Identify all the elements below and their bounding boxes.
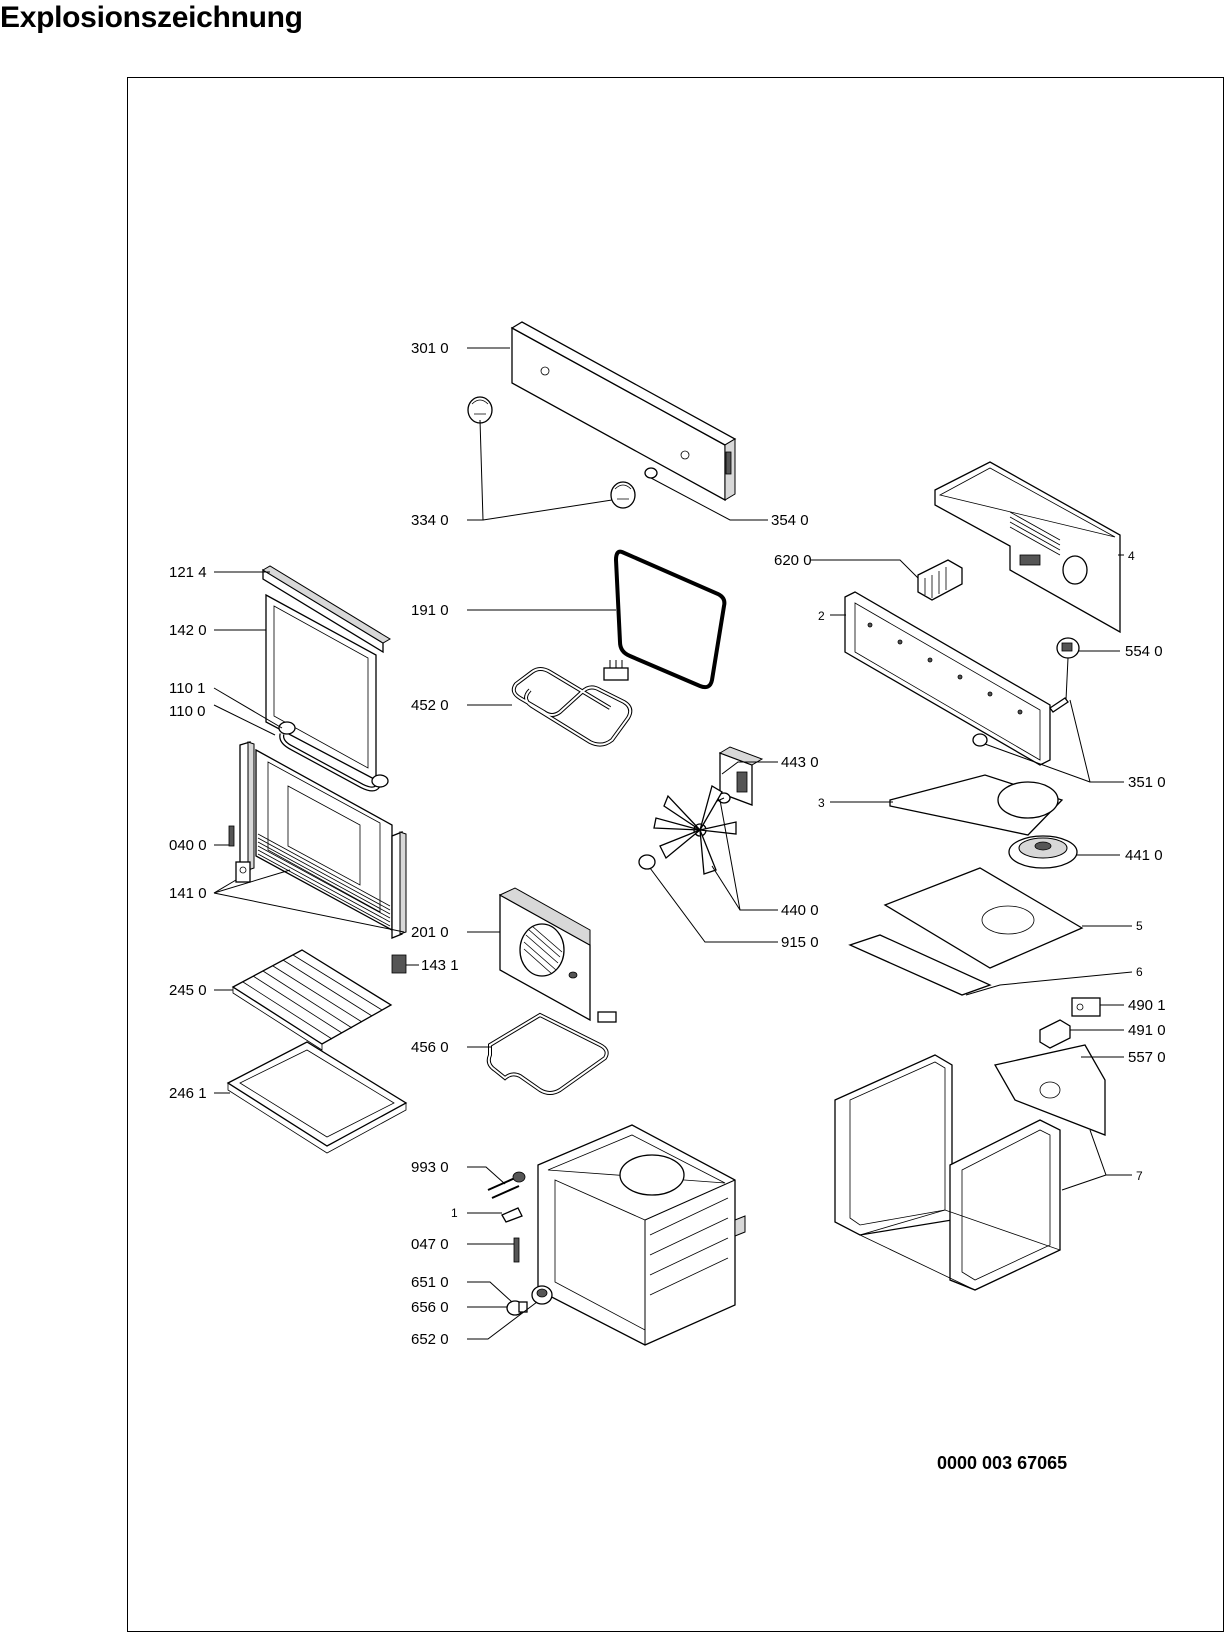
callout-label: 142 0: [169, 622, 207, 639]
callout-label: 3: [818, 796, 825, 810]
leader-lines: [213, 347, 1133, 1340]
top-heating-element-part: [511, 660, 633, 747]
bottom-heating-element-part: [486, 1011, 617, 1095]
callout-label: 652 0: [411, 1331, 449, 1348]
switch-part: [1071, 997, 1101, 1017]
lamp-holder-part: [1049, 697, 1069, 713]
callout-label: 354 0: [771, 512, 809, 529]
lamp-part: [506, 1300, 528, 1316]
callout-label: 620 0: [774, 552, 812, 569]
callout-label: 4: [1128, 549, 1135, 563]
callout-label: 456 0: [411, 1039, 449, 1056]
drawing-frame: [127, 77, 1224, 1632]
door-seal-part: [613, 549, 727, 690]
callout-label: 301 0: [411, 340, 449, 357]
clip-part: [501, 1207, 523, 1223]
callout-labels: 301 0 334 0 354 0 121 4 191 0 142 0 452 …: [169, 340, 1166, 1348]
screw-part: [487, 1171, 526, 1199]
callout-label: 121 4: [169, 564, 207, 581]
callout-label: 245 0: [169, 982, 207, 999]
callout-label: 191 0: [411, 602, 449, 619]
front-strip-part: [848, 934, 992, 996]
callout-label: 246 1: [169, 1085, 207, 1102]
fan-motor-part: [707, 746, 764, 806]
control-panel-part: [510, 321, 737, 502]
callout-label: 6: [1136, 965, 1143, 979]
page-title: Explosionszeichnung: [0, 1, 303, 34]
lamp-socket-part: [531, 1285, 553, 1305]
tangential-fan-part: [1008, 835, 1078, 869]
knob-part: [467, 396, 636, 509]
callout-label: 441 0: [1125, 847, 1163, 864]
door-handle-part: [278, 721, 389, 792]
cooling-duct-part: [889, 774, 1064, 836]
inner-door-part: [239, 741, 407, 939]
baking-tray-part: [226, 1041, 408, 1154]
door-hinge-part: [235, 861, 251, 883]
callout-label: 491 0: [1128, 1022, 1166, 1039]
callout-label: 651 0: [411, 1274, 449, 1291]
callout-label: 141 0: [169, 885, 207, 902]
document-number: 0000 003 67065: [937, 1453, 1068, 1473]
callout-label: 490 1: [1128, 997, 1166, 1014]
callout-label: 7: [1136, 1169, 1143, 1183]
callout-label: 351 0: [1128, 774, 1166, 791]
callout-label: 915 0: [781, 934, 819, 951]
rear-cover-part: [498, 887, 591, 1022]
callout-label: 040 0: [169, 837, 207, 854]
terminal-block-part: [917, 559, 963, 601]
callout-label: 443 0: [781, 754, 819, 771]
rear-housing-part: [934, 461, 1121, 634]
callout-label: 440 0: [781, 902, 819, 919]
callout-label: 047 0: [411, 1236, 449, 1253]
callout-label: 110 1: [169, 680, 205, 697]
callout-label: 452 0: [411, 697, 449, 714]
callout-label: 5: [1136, 919, 1143, 933]
callout-label: 993 0: [411, 1159, 449, 1176]
front-fascia-part: [844, 591, 1051, 766]
callout-label: 201 0: [411, 924, 449, 941]
callout-label: 557 0: [1128, 1049, 1166, 1066]
oven-cavity-part: [537, 1124, 746, 1346]
fan-spacer-part: [638, 854, 656, 870]
fan-blade-part: [653, 785, 737, 875]
callout-label: 656 0: [411, 1299, 449, 1316]
callout-label: 554 0: [1125, 643, 1163, 660]
callout-label: 2: [818, 609, 825, 623]
wire-shelf-part: [231, 949, 393, 1051]
rail-pin-part: [513, 1237, 520, 1263]
callout-label: 334 0: [411, 512, 449, 529]
base-plate-part: [883, 867, 1084, 969]
connector-part: [1039, 1019, 1071, 1049]
door-top-strip-part: [262, 565, 391, 654]
oven-housing-part: [834, 1044, 1106, 1291]
hinge-pin-part: [228, 825, 235, 847]
callout-label: 1: [451, 1206, 458, 1220]
lamp-lens-part: [644, 467, 658, 479]
callout-label: 110 0: [169, 703, 205, 720]
thermostat-part: [1056, 637, 1080, 701]
callout-label: 143 1: [421, 957, 459, 974]
door-clip-part: [391, 954, 407, 974]
